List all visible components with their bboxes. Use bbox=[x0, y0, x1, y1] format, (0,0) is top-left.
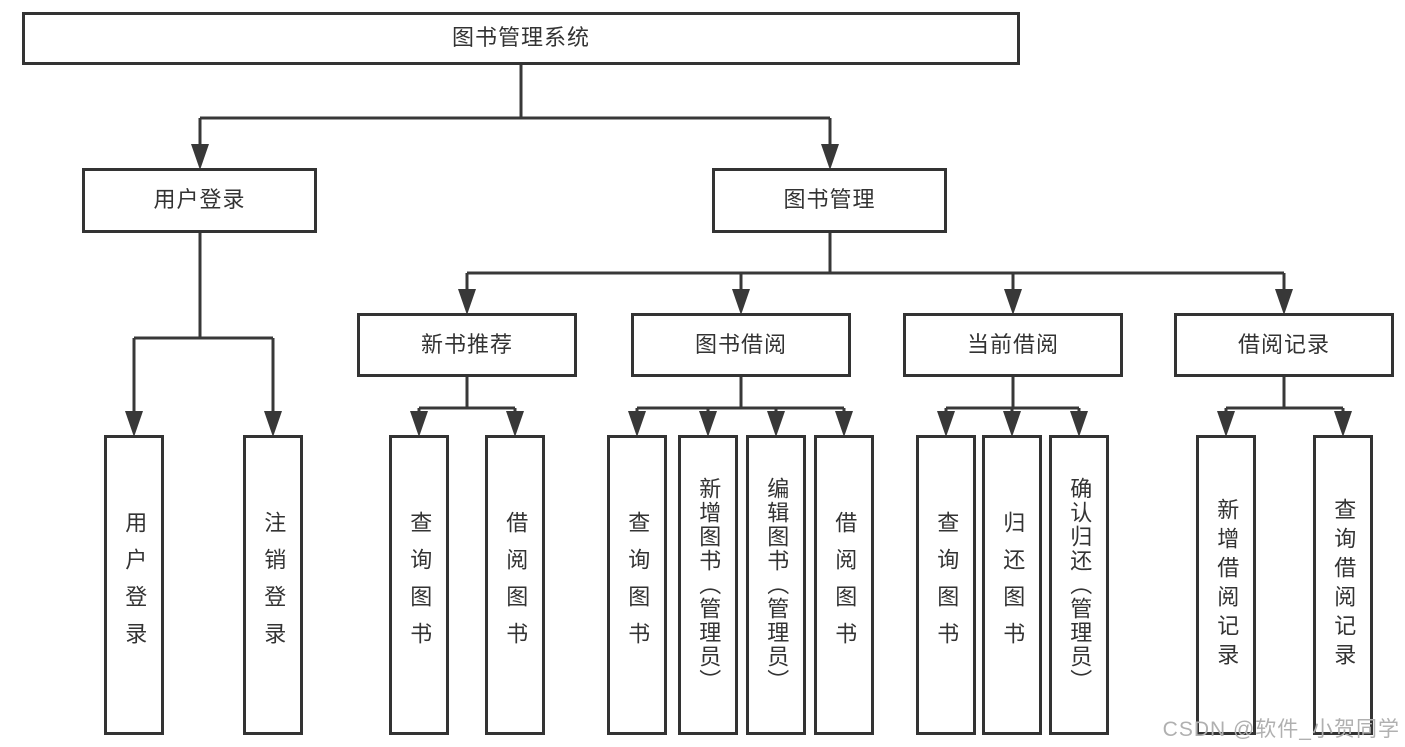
node-label-query-borrow-record: 查询借阅记录 bbox=[1331, 498, 1357, 672]
node-label-add-borrow-record: 新增借阅记录 bbox=[1214, 498, 1240, 672]
node-label-query-book-1: 查询图书 bbox=[407, 511, 433, 659]
node-label-query-book-3: 查询图书 bbox=[934, 511, 960, 659]
node-add-book: 新增图书（管理员） bbox=[678, 435, 738, 735]
node-label-query-book-2: 查询图书 bbox=[625, 511, 651, 659]
node-label-borrow-book-1: 借阅图书 bbox=[503, 511, 529, 659]
node-label-system: 图书管理系统 bbox=[451, 25, 590, 51]
arrowheads bbox=[125, 144, 1352, 437]
node-label-user-login: 用户登录 bbox=[153, 187, 246, 213]
node-query-book-1: 查询图书 bbox=[389, 435, 449, 735]
node-label-user-login-leaf: 用户登录 bbox=[122, 511, 148, 659]
watermark: CSDN @软件_小贺同学 bbox=[1162, 718, 1400, 741]
node-book-mgmt: 图书管理 bbox=[712, 168, 947, 233]
node-label-edit-book: 编辑图书（管理员） bbox=[764, 477, 790, 693]
node-label-book-mgmt: 图书管理 bbox=[783, 187, 876, 213]
node-logout-leaf: 注销登录 bbox=[243, 435, 303, 735]
node-system: 图书管理系统 bbox=[22, 12, 1020, 65]
node-label-current-borrow: 当前借阅 bbox=[966, 331, 1059, 357]
node-book-borrow: 图书借阅 bbox=[631, 313, 851, 377]
node-label-add-book: 新增图书（管理员） bbox=[696, 477, 722, 693]
node-label-book-borrow: 图书借阅 bbox=[694, 331, 787, 357]
node-edit-book: 编辑图书（管理员） bbox=[746, 435, 806, 735]
node-current-borrow: 当前借阅 bbox=[903, 313, 1123, 377]
node-user-login: 用户登录 bbox=[82, 168, 317, 233]
connector-bars bbox=[132, 65, 1345, 415]
node-user-login-leaf: 用户登录 bbox=[104, 435, 164, 735]
node-query-book-2: 查询图书 bbox=[607, 435, 667, 735]
node-borrow-records: 借阅记录 bbox=[1174, 313, 1394, 377]
node-new-book-rec: 新书推荐 bbox=[357, 313, 577, 377]
node-label-borrow-records: 借阅记录 bbox=[1237, 331, 1330, 357]
node-label-logout-leaf: 注销登录 bbox=[261, 511, 287, 659]
node-query-book-3: 查询图书 bbox=[916, 435, 976, 735]
node-add-borrow-record: 新增借阅记录 bbox=[1196, 435, 1256, 735]
node-label-new-book-rec: 新书推荐 bbox=[420, 331, 513, 357]
node-borrow-book-2: 借阅图书 bbox=[814, 435, 874, 735]
node-label-confirm-return: 确认归还（管理员） bbox=[1067, 477, 1093, 693]
node-label-return-book: 归还图书 bbox=[1000, 511, 1026, 659]
node-label-borrow-book-2: 借阅图书 bbox=[832, 511, 858, 659]
node-confirm-return: 确认归还（管理员） bbox=[1049, 435, 1109, 735]
node-borrow-book-1: 借阅图书 bbox=[485, 435, 545, 735]
node-query-borrow-record: 查询借阅记录 bbox=[1313, 435, 1373, 735]
node-return-book: 归还图书 bbox=[982, 435, 1042, 735]
